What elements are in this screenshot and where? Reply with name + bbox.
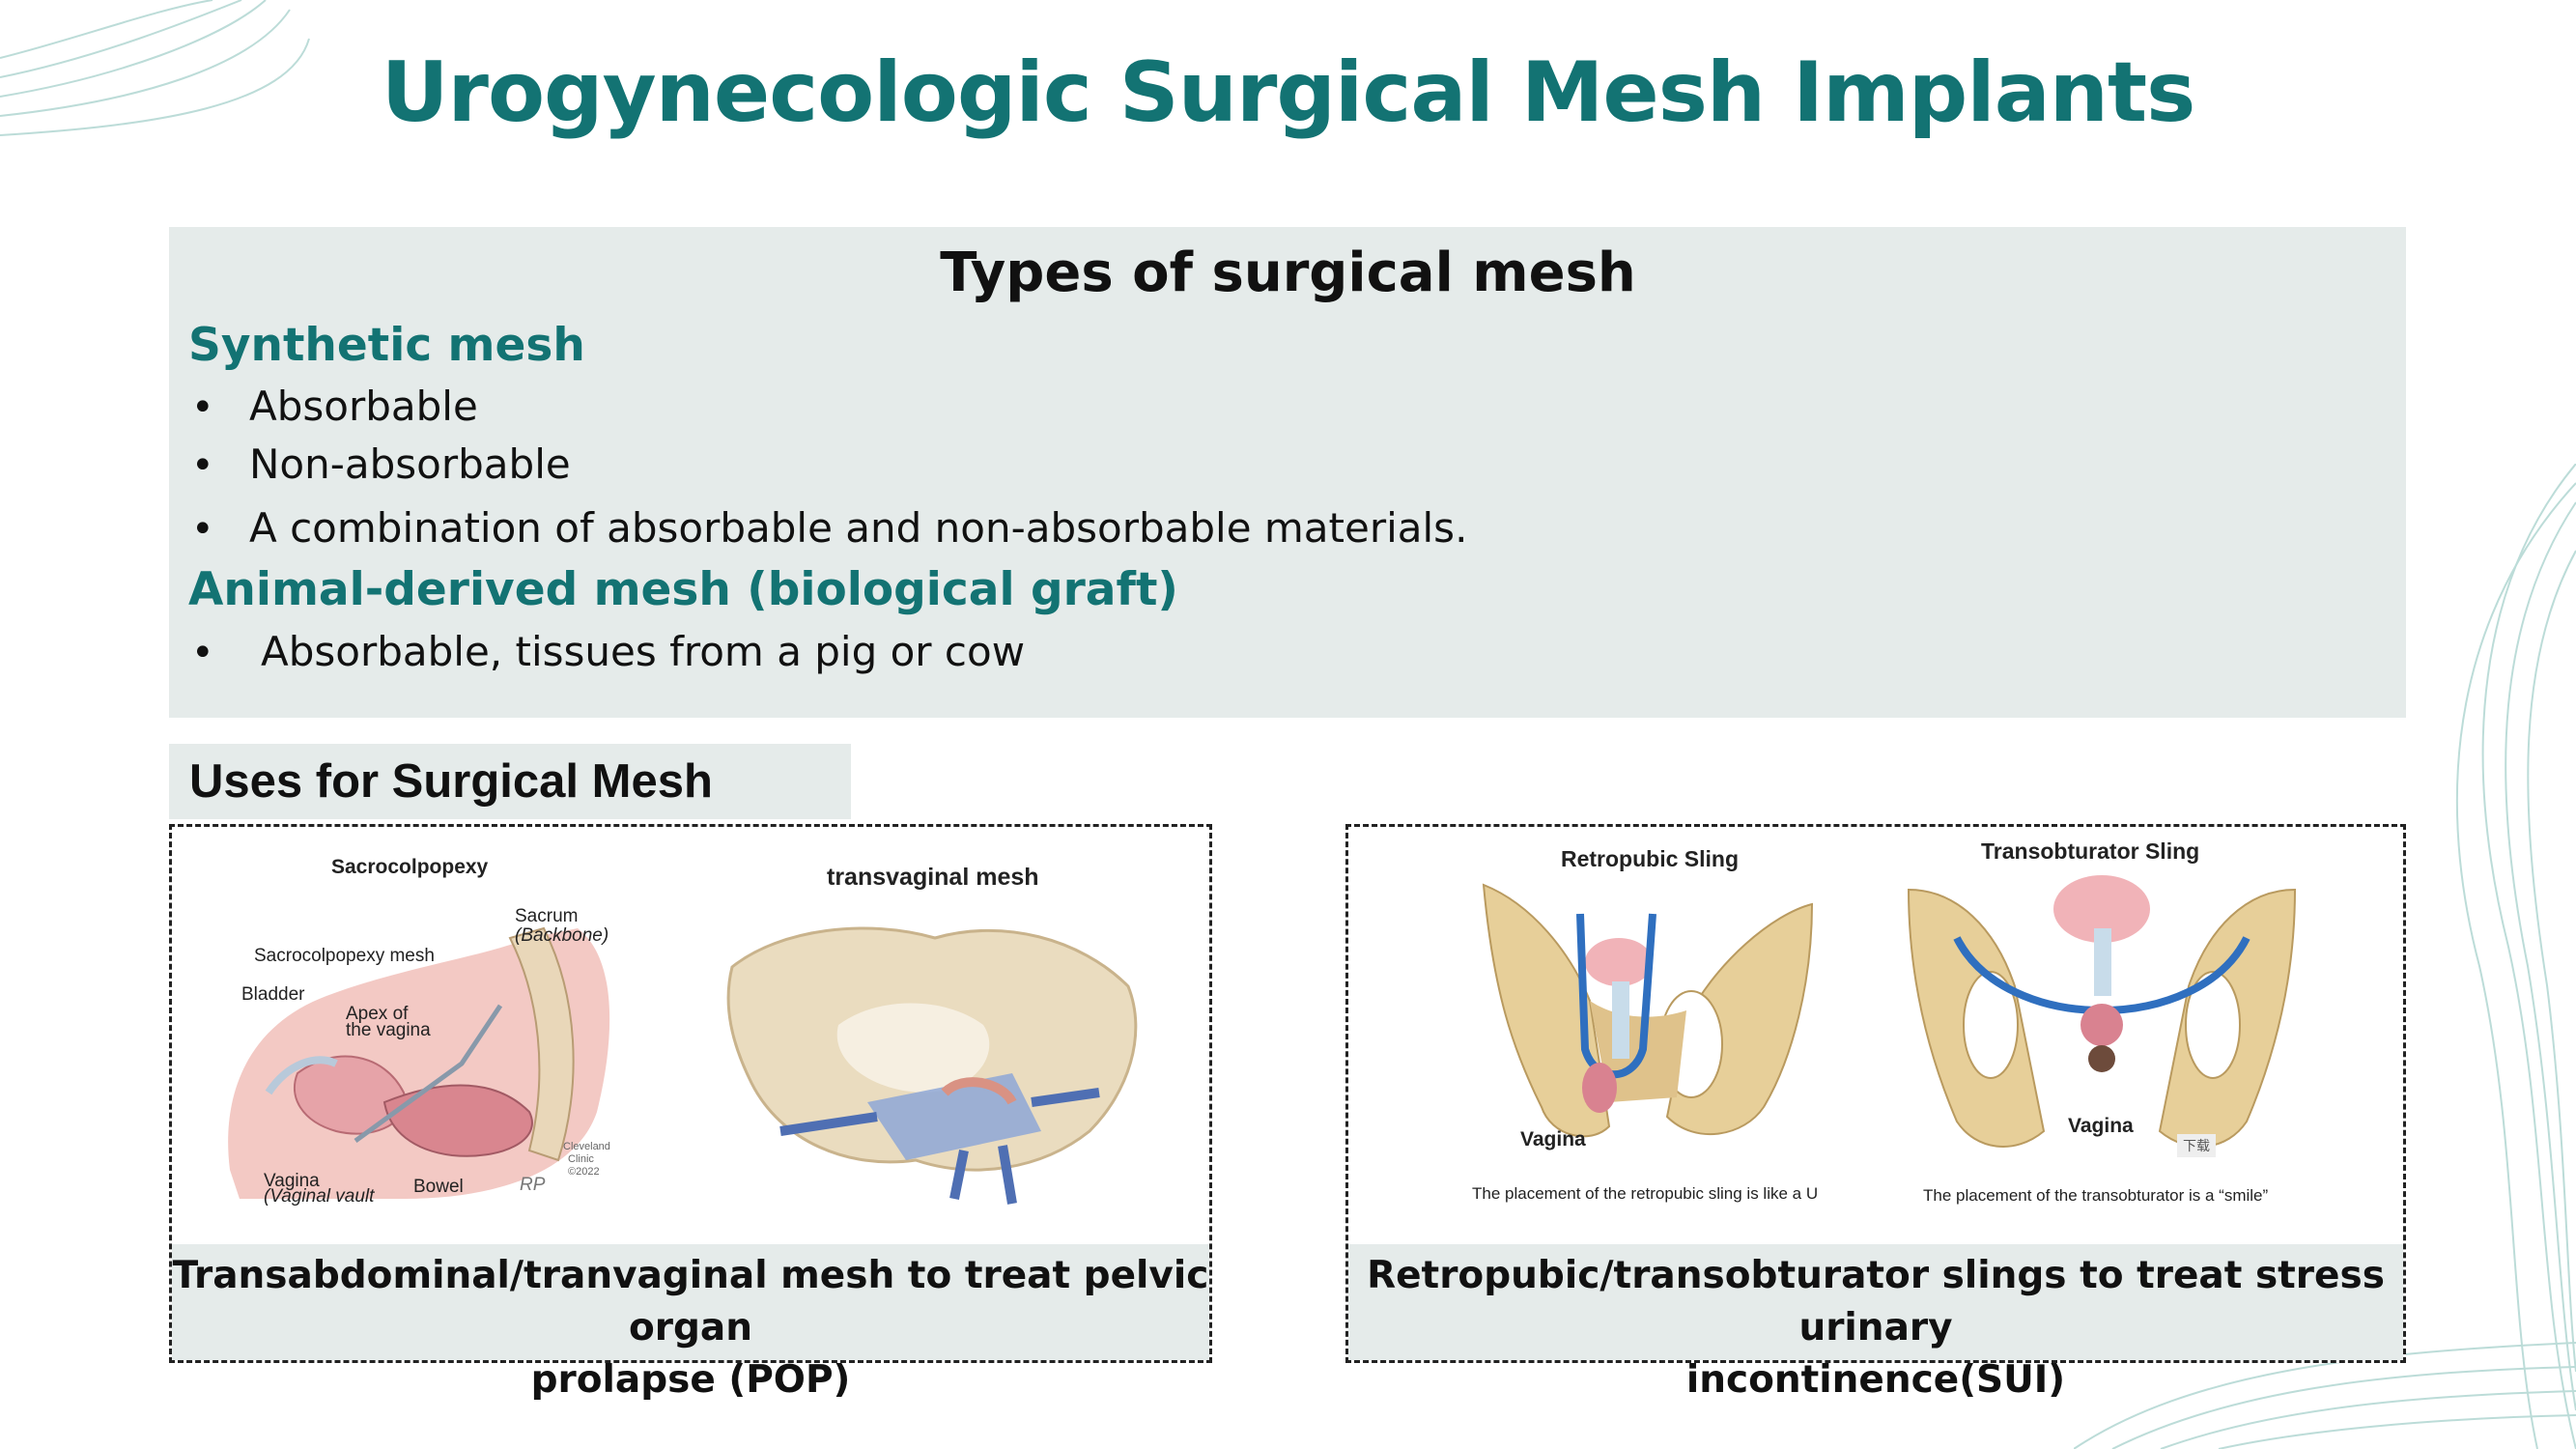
label-backbone: (Backbone) (515, 925, 609, 946)
sacrocolpopexy-title: Sacrocolpopexy (331, 856, 489, 878)
download-badge[interactable]: 下载 (2177, 1134, 2216, 1157)
label-clinic-1: Cleveland (563, 1141, 610, 1152)
synthetic-item-non-absorbable: • Non-absorbable (191, 440, 571, 488)
pop-mesh-panel: Sacrocolpopexy Sacrum (Backbone) Sacroco… (169, 824, 1212, 1402)
label-vaginal-vault: (Vaginal vault (264, 1186, 375, 1207)
retropubic-note: The placement of the retropubic sling is… (1472, 1184, 1819, 1203)
retropubic-title: Retropubic Sling (1561, 846, 1739, 871)
bottom-swirl-decoration (2074, 1342, 2576, 1449)
animal-item-absorbable: • Absorbable, tissues from a pig or cow (191, 628, 1026, 675)
transvaginal-title: transvaginal mesh (827, 864, 1039, 891)
bullet-glyph: • (191, 443, 214, 488)
label-clinic-3: ©2022 (568, 1166, 600, 1178)
types-of-mesh-box (169, 227, 2406, 718)
bullet-glyph: • (191, 385, 214, 430)
transobturator-sling-illustration (1907, 875, 2297, 1148)
sui-sling-panel: Retropubic Sling Vagina The placement of… (1345, 824, 2406, 1402)
corner-swirl-decoration (0, 0, 310, 136)
bullet-glyph: • (191, 631, 214, 675)
transobturator-title: Transobturator Sling (1981, 838, 2200, 864)
slide-title: Urogynecologic Surgical Mesh Implants (381, 44, 2196, 141)
label-bowel: Bowel (413, 1177, 464, 1197)
retropubic-vagina-label: Vagina (1520, 1128, 1586, 1151)
pop-caption: Transabdominal/tranvaginal mesh to treat… (172, 1244, 1209, 1402)
transobturator-note: The placement of the transobturator is a… (1923, 1186, 2269, 1205)
label-vagina: Vagina (264, 1171, 320, 1191)
animal-mesh-heading: Animal-derived mesh (biological graft) (188, 563, 1178, 616)
label-apex-1: Apex of (346, 1004, 409, 1024)
sui-caption: Retropubic/transobturator slings to trea… (1348, 1244, 2403, 1402)
label-artist-initials: RP (520, 1175, 546, 1195)
synthetic-item-absorbable: • Absorbable (191, 383, 478, 430)
uses-heading: Uses for Surgical Mesh (169, 744, 851, 819)
types-heading: Types of surgical mesh (940, 242, 1636, 304)
side-swirl-decoration (2455, 464, 2576, 1449)
label-bladder: Bladder (241, 984, 305, 1005)
transvaginal-mesh-illustration (726, 926, 1138, 1205)
label-apex-2: the vagina (346, 1020, 431, 1040)
sacrocolpopexy-illustration (228, 926, 610, 1199)
synthetic-mesh-heading: Synthetic mesh (188, 319, 585, 372)
label-sacrocolpopexy-mesh: Sacrocolpopexy mesh (254, 946, 435, 966)
retropubic-sling-illustration (1482, 883, 1814, 1138)
synthetic-item-combination: • A combination of absorbable and non-ab… (191, 504, 1468, 552)
bullet-glyph: • (191, 507, 214, 552)
label-clinic-2: Clinic (568, 1153, 594, 1165)
label-sacrum: Sacrum (515, 906, 579, 926)
transobturator-vagina-label: Vagina (2068, 1115, 2134, 1137)
